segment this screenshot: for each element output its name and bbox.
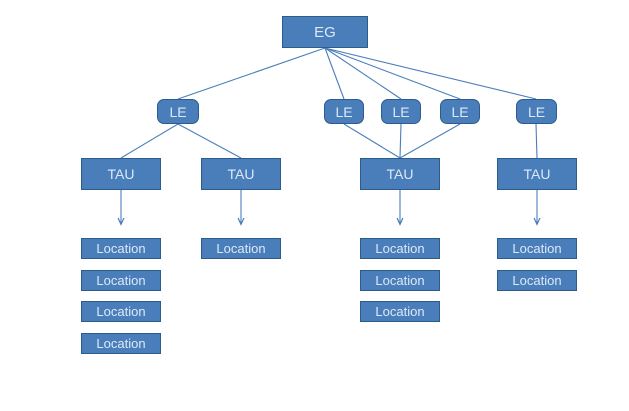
node-label: TAU: [107, 166, 135, 182]
node-location-2[interactable]: Location: [81, 270, 161, 291]
node-label: LE: [392, 103, 410, 120]
node-location-8[interactable]: Location: [360, 301, 440, 322]
node-location-6[interactable]: Location: [360, 238, 440, 259]
node-label: Location: [96, 304, 146, 319]
node-le-2[interactable]: LE: [324, 99, 364, 124]
node-label: Location: [512, 273, 562, 288]
node-label: Location: [375, 241, 425, 256]
node-label: Location: [375, 304, 425, 319]
node-le-5[interactable]: LE: [516, 99, 557, 124]
node-le-3[interactable]: LE: [381, 99, 421, 124]
node-label: LE: [527, 103, 546, 120]
edge-le1-to-tau1: [120, 123, 179, 159]
node-label: Location: [375, 273, 425, 288]
node-location-9[interactable]: Location: [497, 238, 577, 259]
node-label: TAU: [523, 166, 551, 182]
node-label: Location: [216, 241, 266, 256]
node-label: Location: [96, 241, 146, 256]
node-location-10[interactable]: Location: [497, 270, 577, 291]
edge-le1-to-tau2: [177, 123, 242, 159]
node-label: LE: [169, 103, 187, 120]
node-location-4[interactable]: Location: [81, 333, 161, 354]
edge-le2-to-tau3: [343, 123, 401, 159]
node-label: LE: [451, 103, 469, 120]
node-tau-4[interactable]: TAU: [497, 158, 577, 190]
node-label: TAU: [386, 166, 414, 182]
node-eg-1[interactable]: EG: [282, 16, 368, 48]
edge-eg1-to-le3: [324, 47, 402, 100]
node-location-5[interactable]: Location: [201, 238, 281, 259]
node-le-1[interactable]: LE: [157, 99, 199, 124]
node-location-1[interactable]: Location: [81, 238, 161, 259]
edge-eg1-to-le1: [177, 47, 326, 100]
node-tau-3[interactable]: TAU: [360, 158, 440, 190]
edge-group: [120, 47, 538, 224]
node-location-3[interactable]: Location: [81, 301, 161, 322]
node-tau-1[interactable]: TAU: [81, 158, 161, 190]
node-label: EG: [314, 23, 336, 41]
node-label: LE: [335, 103, 353, 120]
node-label: TAU: [227, 166, 255, 182]
node-le-4[interactable]: LE: [440, 99, 480, 124]
node-tau-2[interactable]: TAU: [201, 158, 281, 190]
node-label: Location: [512, 241, 562, 256]
edge-eg1-to-le4: [324, 47, 461, 100]
node-label: Location: [96, 273, 146, 288]
edge-eg1-to-le2: [324, 47, 345, 100]
edge-le5-to-tau4: [535, 123, 538, 159]
node-label: Location: [96, 336, 146, 351]
node-location-7[interactable]: Location: [360, 270, 440, 291]
edge-le3-to-tau3: [399, 123, 402, 159]
edge-eg1-to-le5: [324, 47, 537, 100]
edge-le4-to-tau3: [399, 123, 461, 159]
